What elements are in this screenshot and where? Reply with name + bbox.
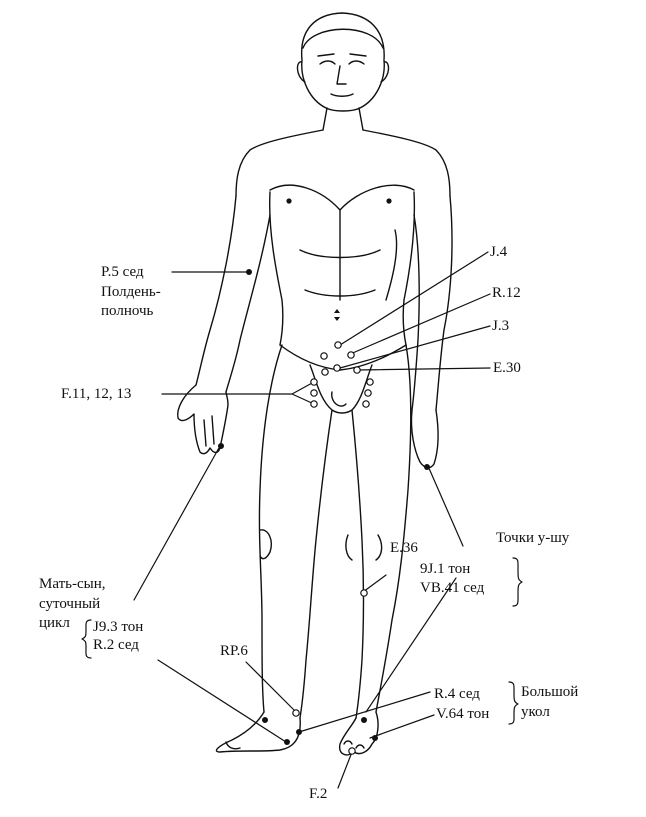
brace-j93	[81, 619, 92, 659]
point-rp6	[292, 709, 300, 717]
label-e30: E.30	[493, 360, 521, 376]
points-open	[292, 341, 374, 755]
point-heel-left	[262, 717, 268, 723]
leader-rp6	[245, 661, 297, 713]
label-r12: R.12	[492, 285, 521, 301]
label-mother-1: Мать-сын,	[39, 576, 106, 592]
label-f11: F.11, 12, 13	[61, 386, 132, 402]
leader-vb41	[365, 577, 457, 713]
point-f12	[310, 389, 318, 397]
leader-e30	[357, 367, 491, 371]
arm-left	[177, 195, 271, 455]
brace-r4	[508, 681, 519, 725]
point-r2	[284, 739, 290, 745]
point-j1	[424, 464, 430, 470]
point-f11	[310, 378, 318, 386]
label-e36: E.36	[390, 540, 418, 556]
point-f12-mirror	[364, 389, 372, 397]
point-f13	[310, 400, 318, 408]
leader-r2	[157, 659, 287, 743]
leader-v64	[369, 714, 435, 739]
label-wushu: Точки у-шу	[496, 530, 570, 546]
leader-e36	[362, 574, 387, 593]
label-j3: J.3	[492, 318, 510, 334]
label-rp6: RP.6	[220, 643, 248, 659]
label-f2: F.2	[309, 786, 328, 802]
label-r2: R.2 сед	[93, 637, 139, 653]
point-j93	[218, 443, 224, 449]
brace-j1	[512, 557, 523, 607]
point-vb41	[361, 717, 367, 723]
legs	[258, 344, 412, 719]
leader-r12	[347, 293, 491, 356]
head	[296, 12, 390, 131]
label-j4: J.4	[490, 244, 508, 260]
point-r12	[347, 351, 355, 359]
nipple-marks	[286, 198, 392, 321]
leader-j4	[339, 251, 489, 346]
point-e30-mirror	[321, 368, 329, 376]
leader-j3	[339, 325, 491, 369]
leader-f11	[161, 381, 315, 405]
leader-j93	[133, 445, 221, 601]
point-v64	[372, 735, 378, 741]
arm-right	[410, 195, 453, 469]
label-big-1: Большой	[521, 684, 579, 700]
label-v64: V.64 тон	[436, 706, 490, 722]
label-vb41: VB.41 сед	[420, 580, 485, 596]
point-p5	[246, 269, 252, 275]
point-f13-mirror	[362, 400, 370, 408]
leader-lines	[133, 251, 491, 789]
label-midday-2: полночь	[101, 303, 154, 319]
point-f11-mirror	[366, 378, 374, 386]
point-extra-1	[320, 352, 328, 360]
point-e30	[353, 366, 361, 374]
label-j93: J9.3 тон	[93, 619, 144, 635]
label-r4: R.4 сед	[434, 686, 480, 702]
points-filled	[218, 269, 430, 745]
braces	[81, 557, 523, 725]
point-e36	[360, 589, 368, 597]
point-f2	[348, 747, 356, 755]
point-j3	[333, 364, 341, 372]
point-j4	[334, 341, 342, 349]
label-p5: P.5 сед	[101, 264, 144, 280]
torso	[235, 129, 451, 346]
label-big-2: укол	[521, 704, 550, 720]
point-r4	[296, 729, 302, 735]
label-midday-1: Полдень-	[101, 284, 161, 300]
label-mother-3: цикл	[39, 615, 70, 631]
leader-j1	[427, 465, 464, 547]
leader-r4	[298, 691, 431, 733]
label-mother-2: суточный	[39, 596, 101, 612]
leader-f2	[337, 751, 353, 789]
label-j1: 9J.1 тон	[420, 561, 471, 577]
